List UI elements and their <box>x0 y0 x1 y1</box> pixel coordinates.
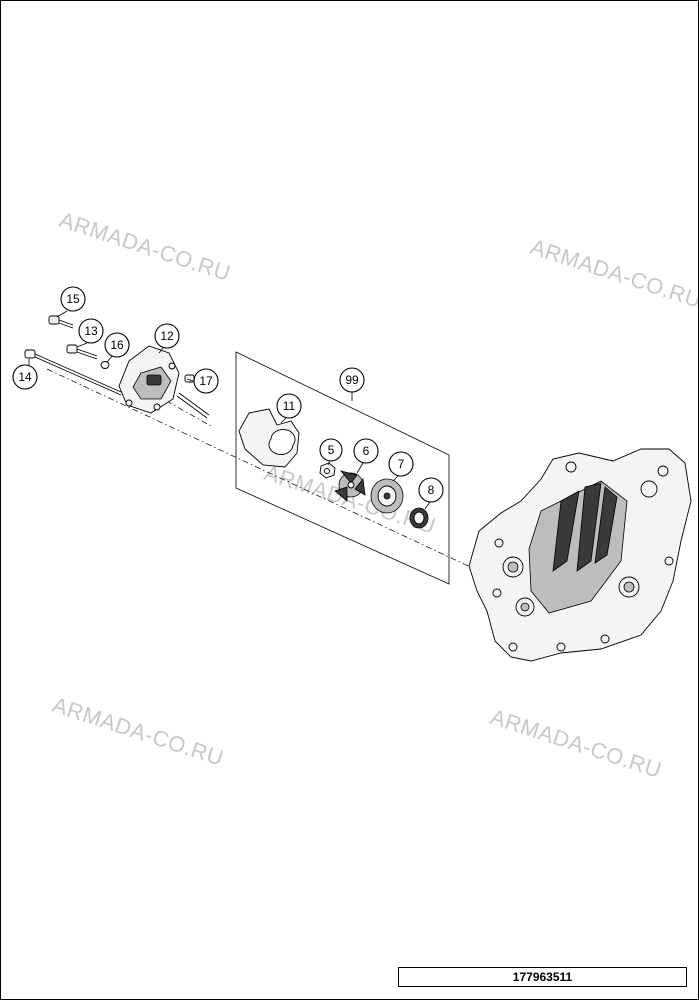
gasket-11 <box>238 408 300 468</box>
document-number: 177963511 <box>512 970 573 984</box>
callout-12-label: 12 <box>160 329 174 343</box>
bolt-13 <box>66 344 98 360</box>
callout-14-label: 14 <box>18 370 32 384</box>
callout-99-label: 99 <box>345 373 359 387</box>
leader-17 <box>186 378 194 382</box>
callout-7-label: 7 <box>398 457 405 471</box>
callout-99: 99 <box>339 367 365 393</box>
document-number-box: 177963511 <box>398 967 687 987</box>
pump-cover-12 <box>118 345 180 414</box>
leader-8 <box>424 501 431 510</box>
bolt-14 <box>24 349 122 396</box>
watermark-1: ARMADA-CO.RU <box>56 207 233 286</box>
nut-5 <box>319 462 336 479</box>
watermark-4: ARMADA-CO.RU <box>49 692 226 771</box>
callout-17: 17 <box>193 368 219 394</box>
callout-6: 6 <box>353 438 379 464</box>
callout-8-label: 8 <box>428 483 435 497</box>
callout-11-label: 11 <box>283 399 296 413</box>
bolt-15 <box>48 315 74 329</box>
callout-11: 11 <box>276 393 302 419</box>
callout-16: 16 <box>104 332 130 358</box>
impeller-6 <box>334 470 366 502</box>
leader-15 <box>56 310 68 318</box>
watermark-3: ARMADA-CO.RU <box>261 460 438 539</box>
o-ring-16 <box>100 361 110 369</box>
leader-12 <box>158 347 164 354</box>
leader-6 <box>356 462 364 474</box>
callout-12: 12 <box>154 323 180 349</box>
callout-14: 14 <box>12 364 38 390</box>
assembly-axis <box>46 368 480 572</box>
callout-6-label: 6 <box>363 444 370 458</box>
callout-15: 15 <box>60 286 86 312</box>
callout-8: 8 <box>418 477 444 503</box>
watermark-5: ARMADA-CO.RU <box>487 704 664 783</box>
seal-ring-8 <box>409 507 429 529</box>
shaft-disc-7 <box>370 478 404 514</box>
callout-16-label: 16 <box>110 338 124 352</box>
watermark-2: ARMADA-CO.RU <box>527 234 698 313</box>
callout-5-label: 5 <box>328 443 335 457</box>
callout-7: 7 <box>388 451 414 477</box>
callout-15-label: 15 <box>66 292 80 306</box>
leader-13 <box>76 342 88 348</box>
callout-5: 5 <box>319 438 343 462</box>
engine-case <box>468 448 692 662</box>
callout-17-label: 17 <box>199 374 213 388</box>
group-99-bracket <box>235 351 450 585</box>
callout-13-label: 13 <box>84 324 98 338</box>
callout-13: 13 <box>78 318 104 344</box>
